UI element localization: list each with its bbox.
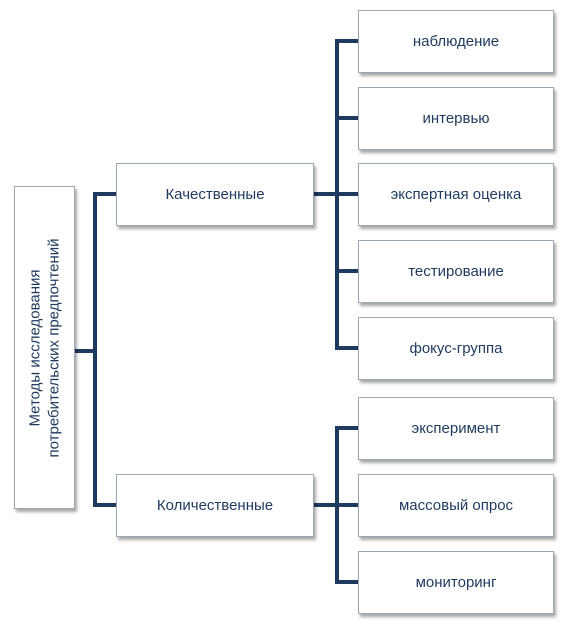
leaf-node: тестирование bbox=[358, 240, 554, 303]
root-label-line1: Методы исследования bbox=[26, 268, 44, 427]
leaf-node: экспертная оценка bbox=[358, 163, 554, 226]
leaf-node: эксперимент bbox=[358, 397, 554, 460]
branch-node-qualitative: Качественные bbox=[116, 163, 314, 226]
root-label-line2: потребительских предпочтений bbox=[45, 238, 63, 457]
connector-branch-qualitative bbox=[312, 39, 360, 350]
branch-label: Качественные bbox=[165, 186, 265, 203]
leaf-node: мониторинг bbox=[358, 551, 554, 614]
connector-branch-quantitative bbox=[312, 426, 360, 584]
leaf-label: массовый опрос bbox=[398, 497, 514, 514]
leaf-label: тестирование bbox=[408, 263, 504, 280]
root-node: Методы исследования потребительских пред… bbox=[14, 186, 75, 509]
leaf-label: интервью bbox=[422, 110, 490, 127]
leaf-node: фокус-группа bbox=[358, 317, 554, 380]
branch-node-quantitative: Количественные bbox=[116, 474, 314, 537]
leaf-label: эксперимент bbox=[411, 420, 501, 437]
leaf-node: интервью bbox=[358, 87, 554, 150]
branch-label: Количественные bbox=[156, 497, 274, 514]
leaf-label: мониторинг bbox=[415, 574, 497, 591]
leaf-node: массовый опрос bbox=[358, 474, 554, 537]
root-label: Методы исследования потребительских пред… bbox=[26, 238, 64, 457]
leaf-label: экспертная оценка bbox=[390, 186, 522, 203]
leaf-label: наблюдение bbox=[412, 33, 500, 50]
connector-root bbox=[73, 192, 118, 507]
leaf-label: фокус-группа bbox=[409, 340, 503, 357]
leaf-node: наблюдение bbox=[358, 10, 554, 73]
